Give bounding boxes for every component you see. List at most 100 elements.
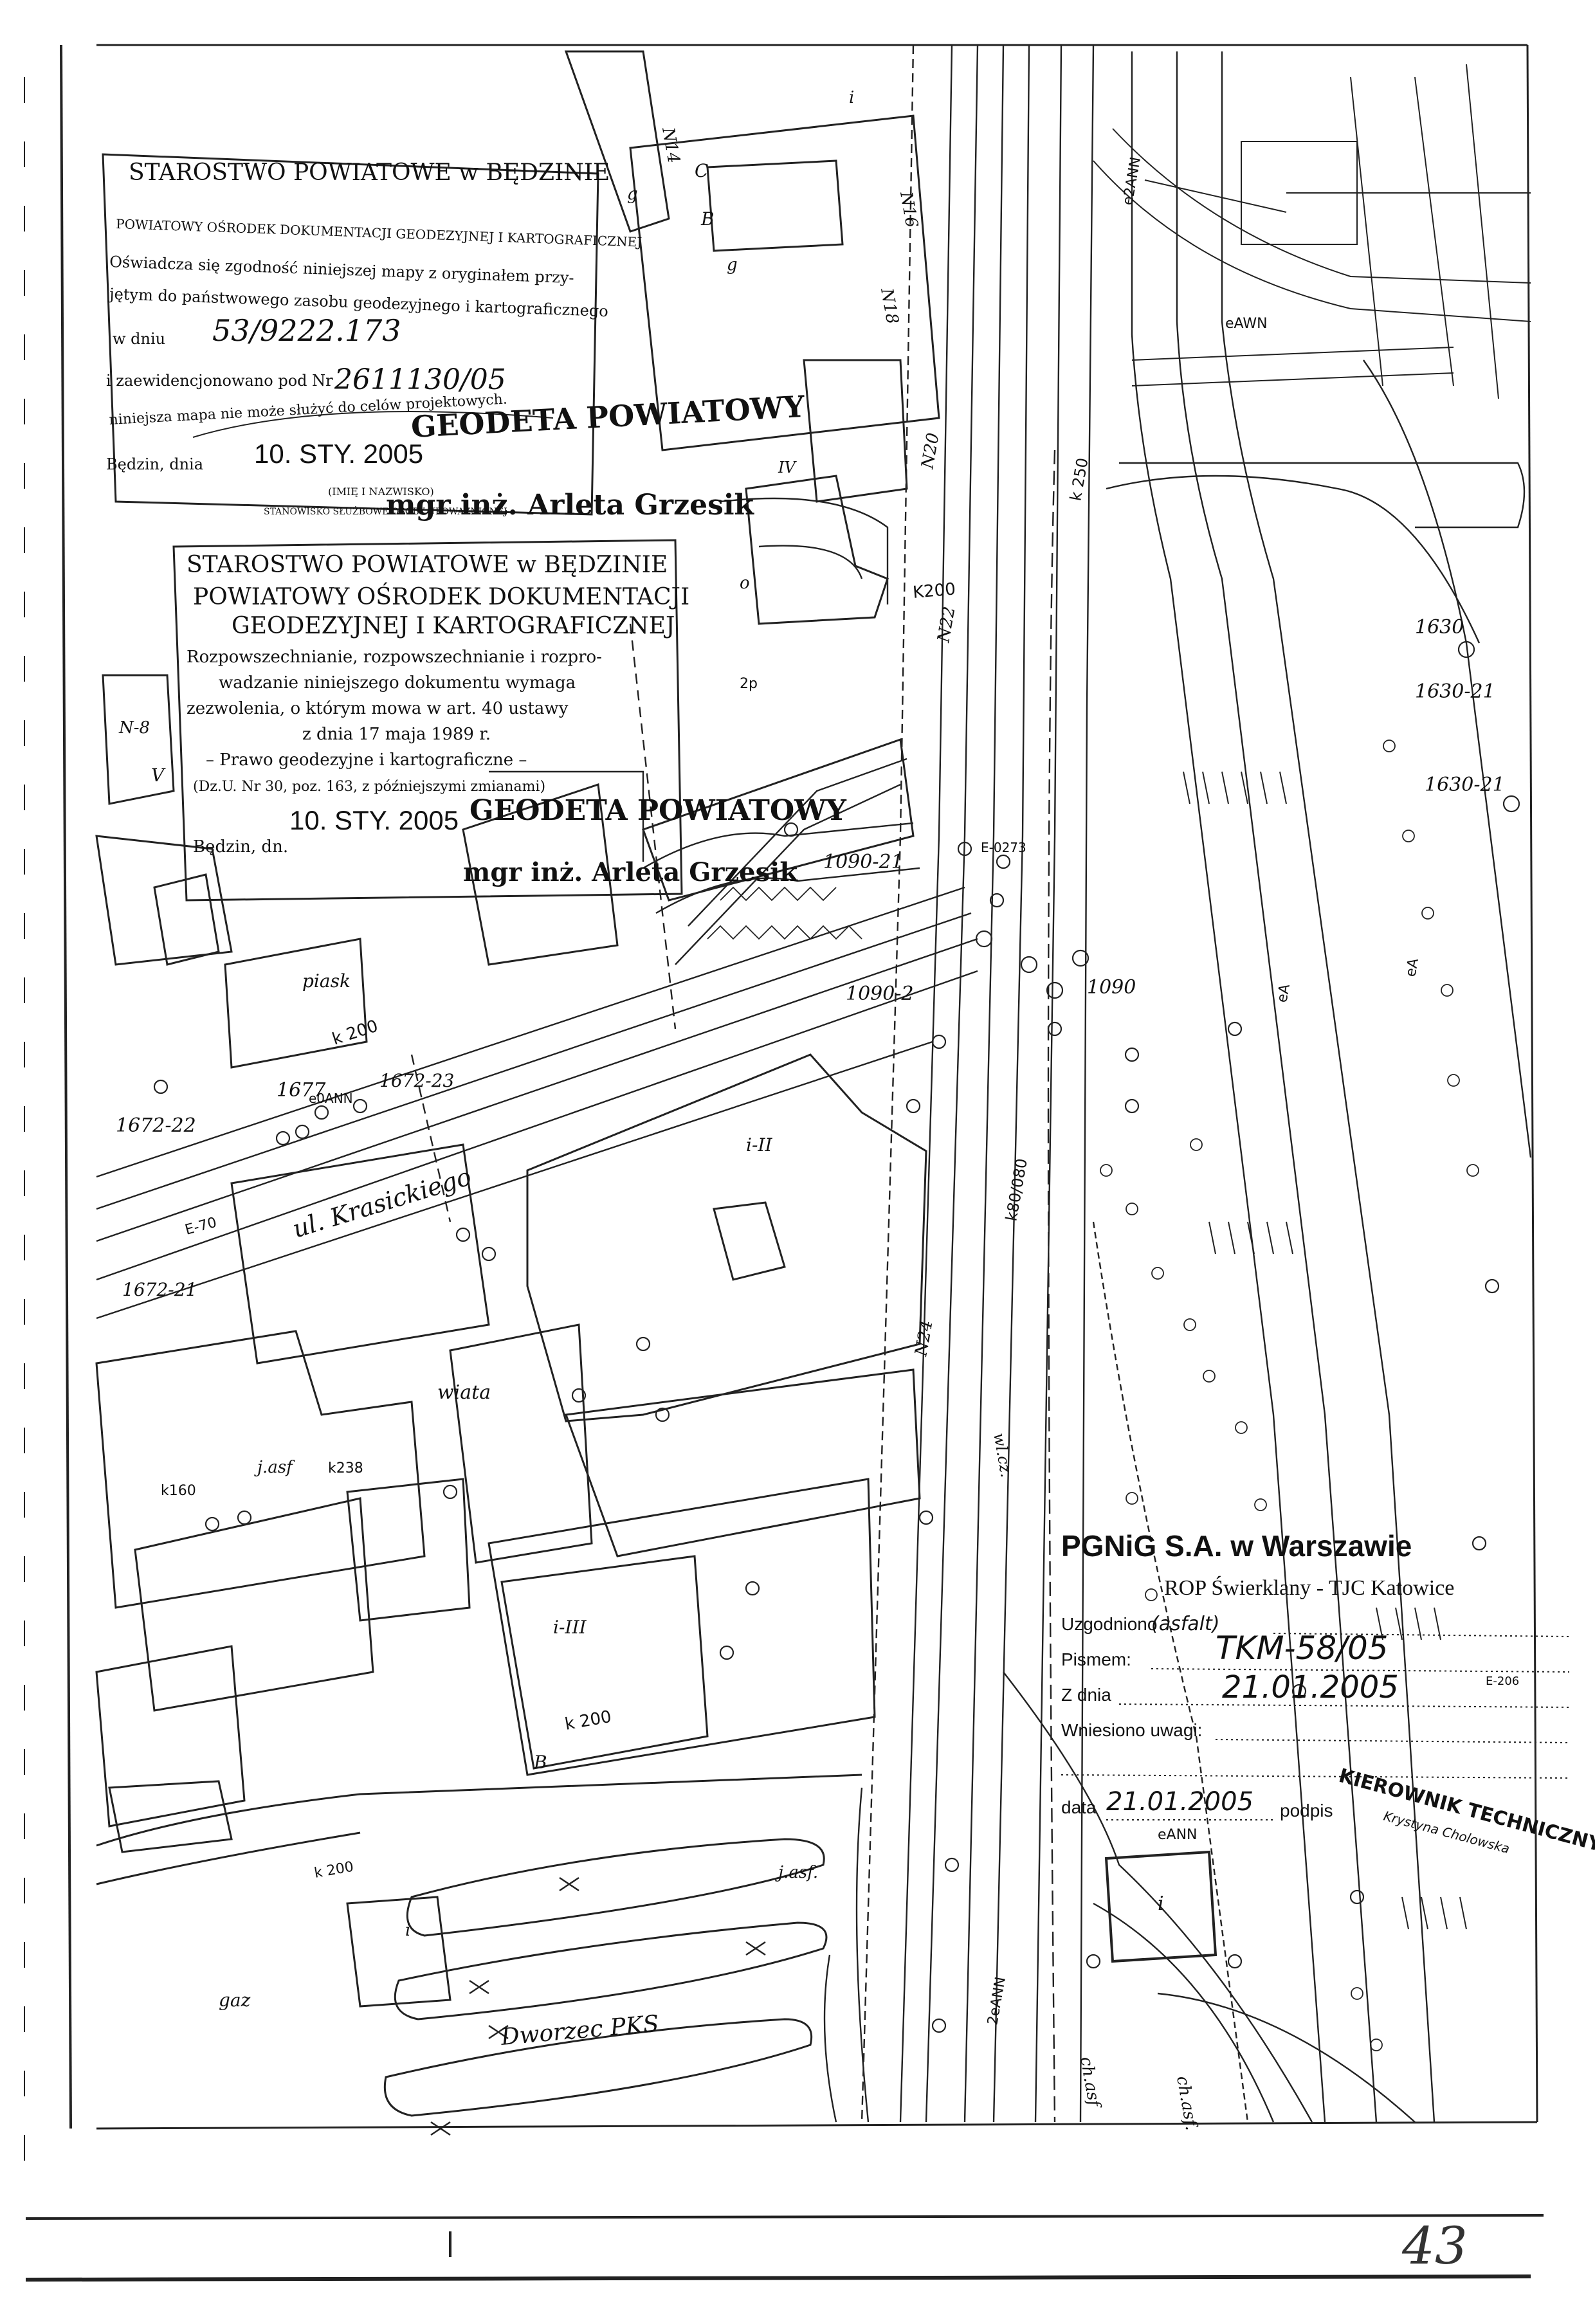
n16-label: N16	[896, 190, 921, 229]
stamp-mid-seal-name: mgr inż. Arleta Grzesik	[463, 857, 798, 887]
n18-label: N18	[877, 286, 902, 325]
stamp-mid-line6: z dnia 17 maja 1989 r.	[302, 725, 491, 744]
utility-symbols	[153, 640, 1520, 2033]
pgnig-row1-label: Uzgodniono	[1061, 1614, 1157, 1634]
pgnig-title: PGNiG S.A. w Warszawie	[1061, 1529, 1412, 1563]
eann-label: eANN	[1158, 1827, 1198, 1843]
pgnig-row5-hand: 21.01.2005	[1106, 1787, 1253, 1817]
pgnig-row1-hand: (asfalt)	[1151, 1613, 1219, 1635]
piask-label: piask	[302, 970, 351, 992]
street-krasickiego	[96, 886, 978, 1320]
stamp-top-seal-name: mgr inż. Arleta Grzesik	[386, 489, 755, 522]
pgnig-row5-label: data	[1061, 1797, 1097, 1817]
n14-label: N14	[658, 125, 683, 165]
parcel-1090-21: 1090-21	[823, 851, 904, 873]
pgnig-row2-hand: TKM-58/05	[1216, 1630, 1389, 1667]
g-label-1: g	[627, 185, 638, 204]
ea-label-2: eA	[1403, 958, 1422, 979]
i-label-3: i	[1158, 1893, 1164, 1915]
parcel-1630: 1630	[1415, 616, 1464, 639]
parcel-1630-21: 1630-21	[1415, 680, 1495, 703]
e0273-label: E-0273	[981, 840, 1026, 855]
stamp-mid-line3: Rozpowszechnianie, rozpowszechnianie i r…	[187, 648, 602, 667]
hatched-embankment	[1183, 771, 1467, 1930]
block-i-iii: i-III	[553, 1617, 587, 1638]
stamp-mid-line5: zezwolenia, o którym mowa w art. 40 usta…	[187, 699, 569, 718]
tree-symbols	[1100, 740, 1479, 2051]
stamp-top-small-label: (IMIĘ I NAZWISKO)	[328, 486, 434, 498]
v-label: V	[151, 765, 166, 786]
stamp-top-small-label2: STANOWISKO SŁUŻBOWE OSOBY UPOWAŻNIONEJ	[264, 505, 507, 517]
jasf-label-2: j.asf	[254, 1458, 295, 1477]
stamp-mid-line8: (Dz.U. Nr 30, poz. 163, z późniejszymi z…	[193, 779, 545, 795]
block-i-ii: i-II	[746, 1134, 772, 1156]
2p-label: 2p	[740, 676, 758, 692]
wlicz-label: wl.cz.	[990, 1431, 1016, 1478]
stamp-top-title: STAROSTWO POWIATOWE w BĘDZINIE	[129, 159, 610, 186]
stamp-mid-title: STAROSTWO POWIATOWE w BĘDZINIE	[187, 552, 668, 578]
parcel-1090-2: 1090-2	[846, 983, 914, 1005]
stamp-mid-line4: wadzanie niniejszego dokumentu wymaga	[219, 673, 576, 693]
stamp-top-date: 10. STY. 2005	[254, 439, 423, 469]
bus-stop-markers	[430, 1876, 766, 2136]
ramp-hatching	[707, 886, 862, 940]
parcel-1090: 1090	[1087, 976, 1136, 999]
stamp-top-line1: POWIATOWY OŚRODEK DOKUMENTACJI GEODEZYJN…	[116, 215, 643, 250]
stamp-top-reg-value: 2611130/05	[334, 363, 506, 396]
pgnig-stamp: PGNiG S.A. w Warszawie ROP Świerklany - …	[1061, 1529, 1595, 1856]
stamp-mid-line7: – Prawo geodezyjne i kartograficzne –	[206, 750, 527, 770]
block-iv: IV	[778, 458, 797, 477]
b-label-1: B	[700, 208, 715, 230]
pgnig-row4-label: Wniesiono uwagi:	[1061, 1720, 1202, 1740]
e206-label: E-206	[1486, 1675, 1519, 1688]
stamp-top-city-label: Będzin, dnia	[106, 455, 203, 473]
parcel-1677: 1677	[277, 1079, 326, 1102]
n22-label: N22	[934, 605, 959, 644]
pgnig-row3-label: Z dnia	[1061, 1685, 1111, 1705]
stamp-mid-seal-title: GEODETA POWIATOWY	[469, 794, 847, 827]
c-label: C	[695, 160, 708, 181]
k160-label: k160	[161, 1483, 196, 1499]
i-label-1: i	[849, 88, 854, 107]
stamp-mid-city-label: Będzin, dn.	[193, 837, 288, 857]
station-label: Dworzec PKS	[499, 2011, 660, 2051]
k200-label-4: k 200	[313, 1859, 355, 1882]
buildings	[95, 50, 1217, 2008]
gaz-label: gaz	[219, 1990, 251, 2011]
k200-label-2: K200	[912, 579, 956, 603]
jasf-label-1: j.asf.	[775, 1863, 818, 1882]
n20-label: N20	[918, 431, 943, 471]
ea-label-1: eA	[1274, 983, 1293, 1004]
stamp-mid-line1: POWIATOWY OŚRODEK DOKUMENTACJI	[193, 583, 689, 610]
e0ann-label: e0ANN	[309, 1091, 353, 1106]
stamp-top-line2: Oświadcza się zgodność niniejszej mapy z…	[109, 253, 574, 287]
n8-label: N-8	[118, 718, 150, 738]
bus-station-platforms	[96, 1774, 870, 2123]
2eann-label: 2eANN	[985, 1975, 1009, 2026]
k238-label: k238	[328, 1460, 363, 1476]
wiata-label: wiata	[437, 1381, 491, 1404]
page-number: 43	[1401, 2216, 1468, 2276]
o-label: o	[740, 574, 750, 593]
e2ann-label: e2ANN	[1120, 156, 1144, 206]
stamp-top-reg-label: i zaewidencjonowano pod Nr	[106, 372, 333, 390]
pgnig-row2-label: Pismem:	[1061, 1649, 1131, 1669]
stamp-top-box	[102, 153, 599, 516]
stamp-top-date-value: 53/9222.173	[212, 313, 401, 348]
railway-tracks	[861, 44, 1095, 2123]
n24-label: N24	[911, 1319, 936, 1358]
parcel-1672-22: 1672-22	[116, 1114, 196, 1137]
parcel-1672-23: 1672-23	[379, 1070, 454, 1091]
e70-label: E-70	[183, 1215, 219, 1239]
sheet-frame	[24, 44, 1544, 2282]
stamp-mid-date: 10. STY. 2005	[289, 805, 459, 835]
pgnig-subtitle: ROP Świerklany - TJC Katowice	[1164, 1575, 1454, 1600]
road-network	[1003, 51, 1532, 2123]
b-label-2: B	[533, 1752, 547, 1773]
g-label-2: g	[727, 255, 738, 275]
stamp-mid-line2: GEODEZYJNEJ I KARTOGRAFICZNEJ	[232, 613, 675, 639]
k250-label: k 250	[1066, 457, 1091, 502]
i-label-2: i	[405, 1921, 410, 1940]
parcel-1672-21: 1672-21	[122, 1279, 197, 1300]
